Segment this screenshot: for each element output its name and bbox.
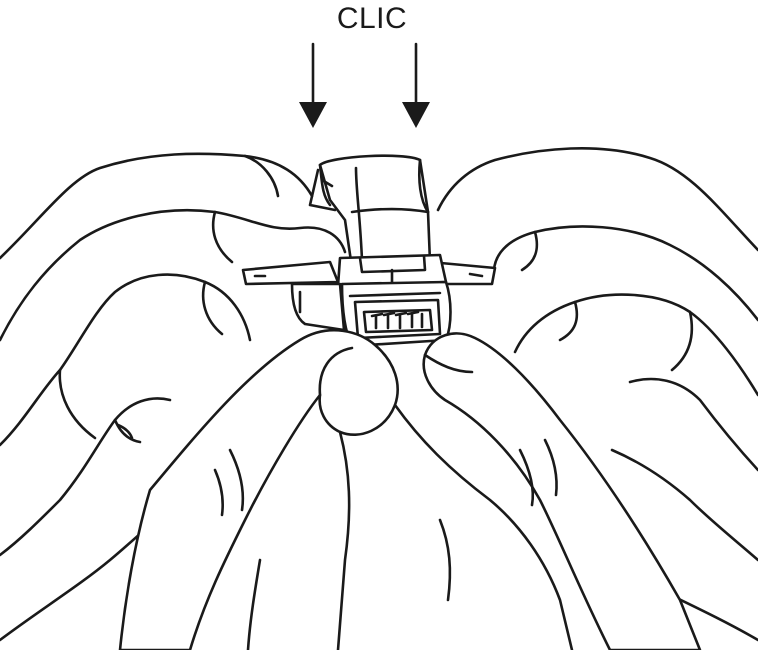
left-arrow-down-icon	[299, 42, 327, 128]
clic-label: CLIC	[336, 2, 408, 35]
connector-clip	[241, 154, 497, 348]
right-arrow-down-icon	[402, 42, 430, 128]
pinching-fingers	[118, 328, 702, 650]
